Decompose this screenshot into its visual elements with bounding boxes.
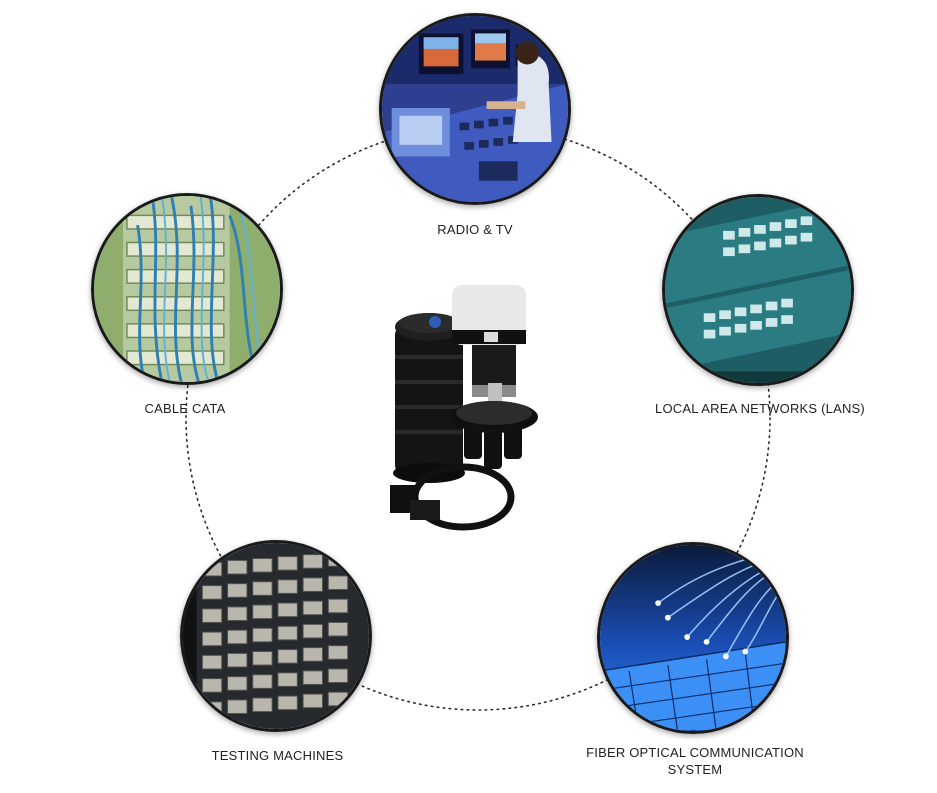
cable-cata-image	[91, 193, 283, 385]
testing-machines-label: TESTING MACHINES	[211, 748, 344, 763]
network-switch-icon	[665, 197, 851, 383]
splice-closure-product	[380, 285, 540, 545]
splice-closure-icon	[390, 285, 538, 531]
fiber-optic-icon	[600, 545, 786, 731]
fiber-optic-image	[597, 542, 789, 734]
lans-label: LOCAL AREA NETWORKS (LANS)	[655, 401, 865, 416]
fiber-optic-label: FIBER OPTICAL COMMUNICATION SYSTEM	[570, 744, 820, 778]
radio-tv-label: RADIO & TV	[437, 222, 513, 237]
fiber-optic-label-line2: SYSTEM	[667, 762, 723, 777]
radio-tv-image	[379, 13, 571, 205]
cable-cata-label: CABLE CATA	[144, 401, 226, 416]
server-rack-icon	[183, 543, 369, 729]
lans-image	[662, 194, 854, 386]
testing-machines-image	[180, 540, 372, 732]
fiber-optic-label-line1: FIBER OPTICAL COMMUNICATION	[586, 745, 804, 760]
cable-rack-icon	[94, 196, 280, 382]
radio-tv-icon	[382, 16, 568, 202]
